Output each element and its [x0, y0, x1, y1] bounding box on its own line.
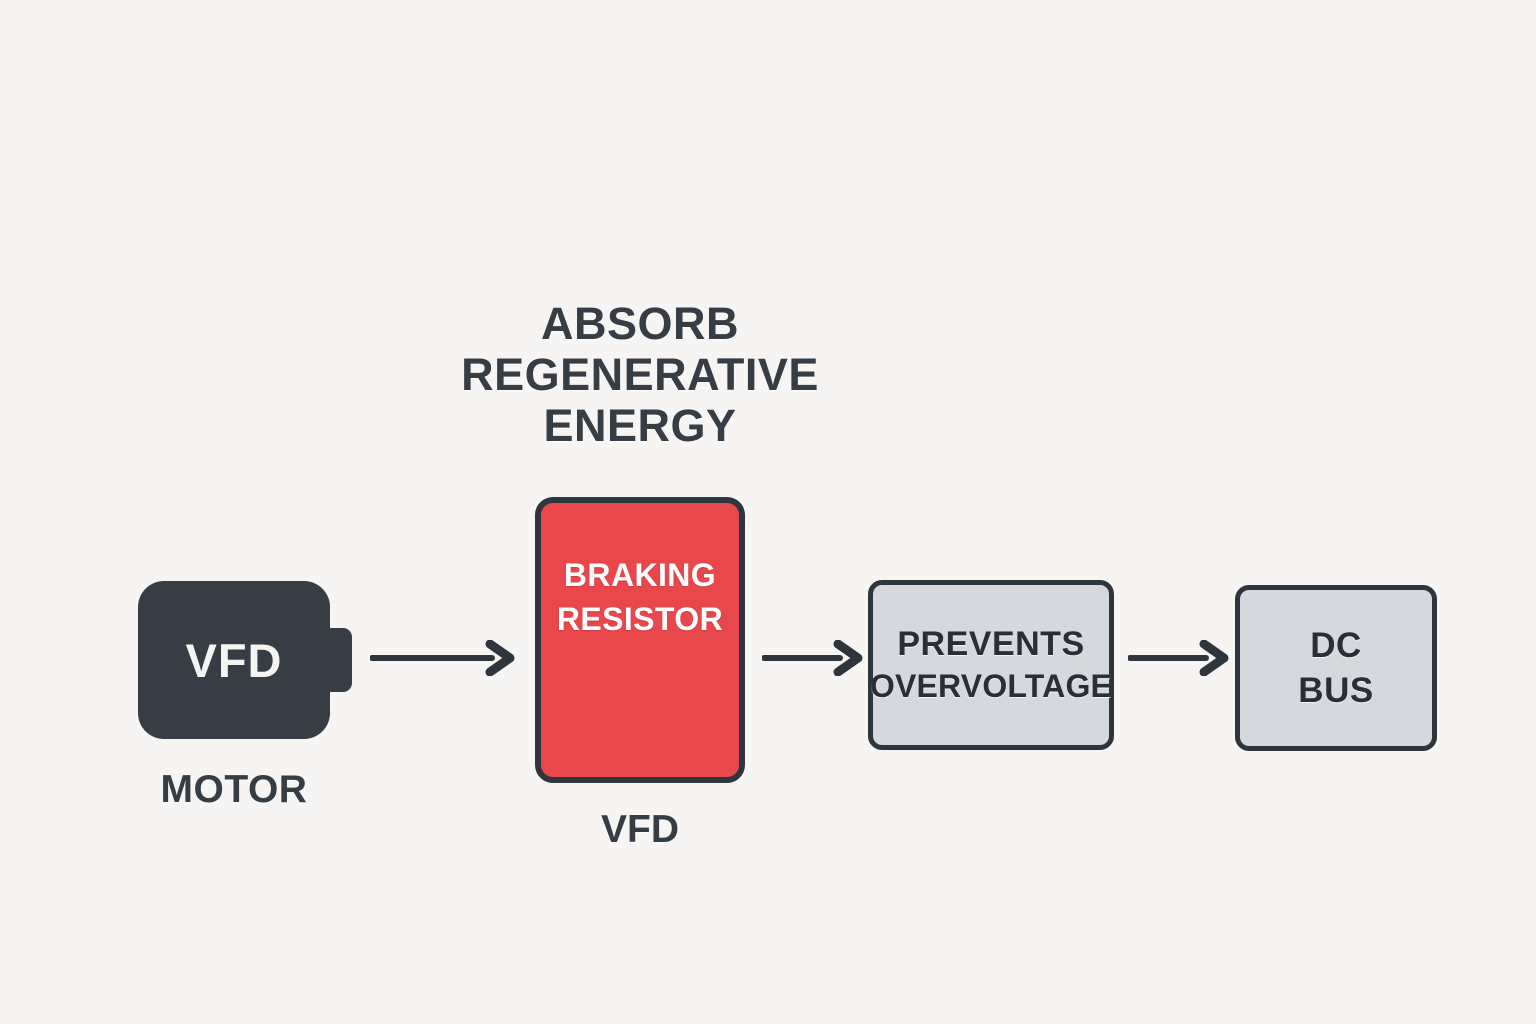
node-dc-bus[interactable]: DC BUS	[1235, 585, 1437, 751]
node-braking-resistor-label-line-1: BRAKING	[563, 557, 717, 593]
arrow-motor-to-braking-resistor	[370, 640, 518, 676]
motor-body-shape	[138, 581, 330, 739]
node-motor-label: VFD	[185, 633, 283, 687]
diagram-title: ABSORB REGENERATIVE ENERGY	[370, 298, 910, 451]
node-prevents-overvoltage-label-line-2: OVERVOLTAGE	[869, 668, 1113, 704]
motor-shaft-nub-icon	[322, 628, 352, 692]
arrow-prevents-overvoltage-to-dc-bus	[1128, 640, 1232, 676]
diagram-title-line-2: REGENERATIVE	[461, 349, 819, 400]
diagram-title-line-3: ENERGY	[543, 400, 737, 451]
node-braking-resistor-caption: VFD	[601, 808, 679, 851]
node-motor[interactable]: VFD	[138, 581, 358, 739]
node-prevents-overvoltage-label-line-1: PREVENTS	[897, 625, 1085, 663]
node-dc-bus-label-line-1: DC	[1310, 626, 1362, 665]
node-dc-bus-label-line-2: BUS	[1298, 671, 1374, 710]
node-prevents-overvoltage[interactable]: PREVENTS OVERVOLTAGE	[868, 580, 1114, 750]
arrow-braking-resistor-to-prevents-overvoltage	[762, 640, 866, 676]
node-motor-caption: MOTOR	[160, 768, 308, 811]
node-braking-resistor[interactable]: BRAKING RESISTOR	[535, 497, 745, 783]
diagram-title-line-1: ABSORB	[540, 298, 739, 349]
node-braking-resistor-label-line-2: RESISTOR	[556, 601, 724, 637]
